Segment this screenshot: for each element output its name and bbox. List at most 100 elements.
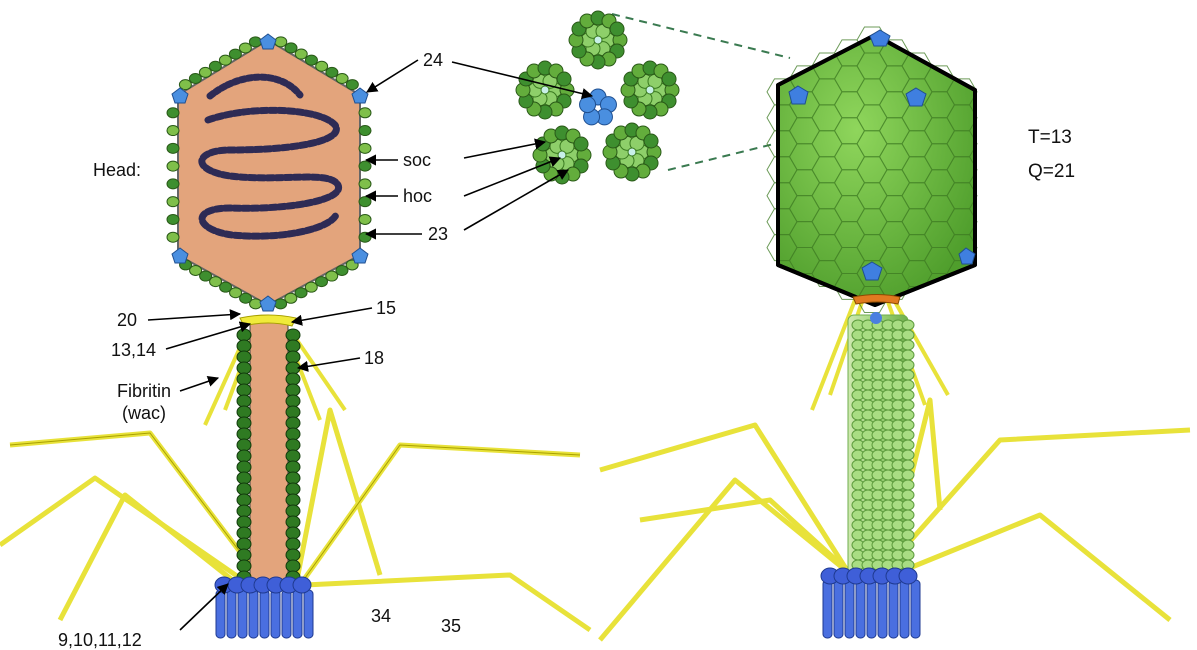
sheath-bead — [286, 505, 300, 517]
tail-sheath-bead — [902, 320, 914, 330]
tail-sheath-bead — [902, 360, 914, 370]
tail-sheath-bead — [902, 380, 914, 390]
capsid-protein-bead — [167, 161, 179, 171]
label-protein-20: 20 — [117, 310, 137, 330]
label-head: Head: — [93, 160, 141, 180]
baseplate-pin — [911, 580, 920, 638]
tail-sheath-bead — [902, 420, 914, 430]
capsomer-subunit — [557, 72, 571, 86]
tail-sheath-bead — [902, 330, 914, 340]
sheath-bead — [237, 406, 251, 418]
capsid-protein-bead — [326, 67, 338, 77]
tail-sheath-bead — [902, 470, 914, 480]
baseplate-pin — [282, 590, 291, 638]
baseplate-pin — [304, 590, 313, 638]
sheath-bead — [237, 340, 251, 352]
sheath-bead — [237, 439, 251, 451]
capsid-protein-bead — [167, 179, 179, 189]
sheath-bead — [237, 472, 251, 484]
label-protein-15: 15 — [376, 298, 396, 318]
sheath-bead — [286, 406, 300, 418]
sheath-bead — [286, 516, 300, 528]
sheath-bead — [286, 527, 300, 539]
capsid-protein-bead — [167, 197, 179, 207]
schematic-phage — [0, 34, 590, 638]
sheath-bead — [286, 373, 300, 385]
sheath-bead — [237, 461, 251, 473]
sheath-bead — [286, 395, 300, 407]
baseplate-pin — [856, 580, 865, 638]
capsid-protein-bead — [359, 143, 371, 153]
sheath-bead — [286, 384, 300, 396]
capsid-head — [167, 34, 371, 326]
sheath-bead — [286, 450, 300, 462]
sheath-bead — [286, 560, 300, 572]
capsomer-subunit — [662, 72, 676, 86]
sheath-bead — [237, 428, 251, 440]
capsid-protein-bead — [305, 55, 317, 65]
baseplate-pin — [900, 580, 909, 638]
sheath-bead — [286, 538, 300, 550]
capsomer-detail — [516, 11, 790, 184]
sheath-bead — [286, 417, 300, 429]
sheath-bead — [237, 450, 251, 462]
sheath-bead — [286, 494, 300, 506]
tail-sheath-bead — [902, 410, 914, 420]
tail-sheath-bead — [902, 520, 914, 530]
sheath-bead — [286, 329, 300, 341]
baseplate-pin — [260, 590, 269, 638]
tail-sheath-bead — [902, 390, 914, 400]
capsid-protein-bead — [189, 74, 201, 84]
label-protein-23: 23 — [428, 224, 448, 244]
capsid-protein-bead — [316, 61, 328, 71]
capsid-protein-bead — [219, 55, 231, 65]
capsomer-center — [646, 86, 654, 94]
label-soc: soc — [403, 150, 431, 170]
capsid-protein-bead — [359, 161, 371, 171]
capsid-protein-bead — [359, 197, 371, 207]
sheath-bead — [237, 395, 251, 407]
baseplate-pin — [834, 580, 843, 638]
capsid-protein-bead — [167, 143, 179, 153]
sheath-bead — [286, 472, 300, 484]
capsomer-subunit — [574, 137, 588, 151]
capsid-protein-bead — [359, 179, 371, 189]
label-triangulation: T=13 — [1028, 128, 1072, 148]
capsid-protein-bead — [199, 67, 211, 77]
capsid-protein-bead — [336, 73, 348, 83]
capsid-protein-bead — [359, 214, 371, 224]
tail-sheath-bead — [902, 490, 914, 500]
tail-sheath-bead — [902, 440, 914, 450]
capsid-protein-bead — [359, 126, 371, 136]
tail-sheath-bead — [902, 430, 914, 440]
sheath-bead — [237, 362, 251, 374]
sheath-bead — [237, 351, 251, 363]
baseplate-pin — [878, 580, 887, 638]
capsomer-center — [594, 36, 602, 44]
sheath-bead — [237, 505, 251, 517]
baseplate-pin — [249, 590, 258, 638]
sheath-bead — [237, 373, 251, 385]
surface-phage — [600, 27, 1190, 640]
label-protein-35: 35 — [441, 616, 461, 636]
baseplate-pin — [227, 590, 236, 638]
baseplate-protein — [899, 568, 917, 584]
tail-sheath-bead — [902, 340, 914, 350]
sheath-bead — [286, 428, 300, 440]
label-protein-18: 18 — [364, 348, 384, 368]
tail-sheath-bead — [902, 350, 914, 360]
capsomer-center — [541, 86, 549, 94]
capsid-protein-bead — [209, 61, 221, 71]
capsid-protein-bead — [167, 232, 179, 242]
baseplate-pin — [889, 580, 898, 638]
capsid-protein-bead — [346, 80, 358, 90]
capsid-protein-bead — [239, 43, 251, 53]
sheath-bead — [286, 549, 300, 561]
capsid-protein-bead — [285, 43, 297, 53]
sheath-bead — [286, 461, 300, 473]
baseplate-pin — [867, 580, 876, 638]
tail-sheath-bead — [902, 370, 914, 380]
capsid-protein-bead — [359, 108, 371, 118]
label-q-number: Q=21 — [1028, 162, 1075, 182]
capsomer-subunit — [610, 22, 624, 36]
